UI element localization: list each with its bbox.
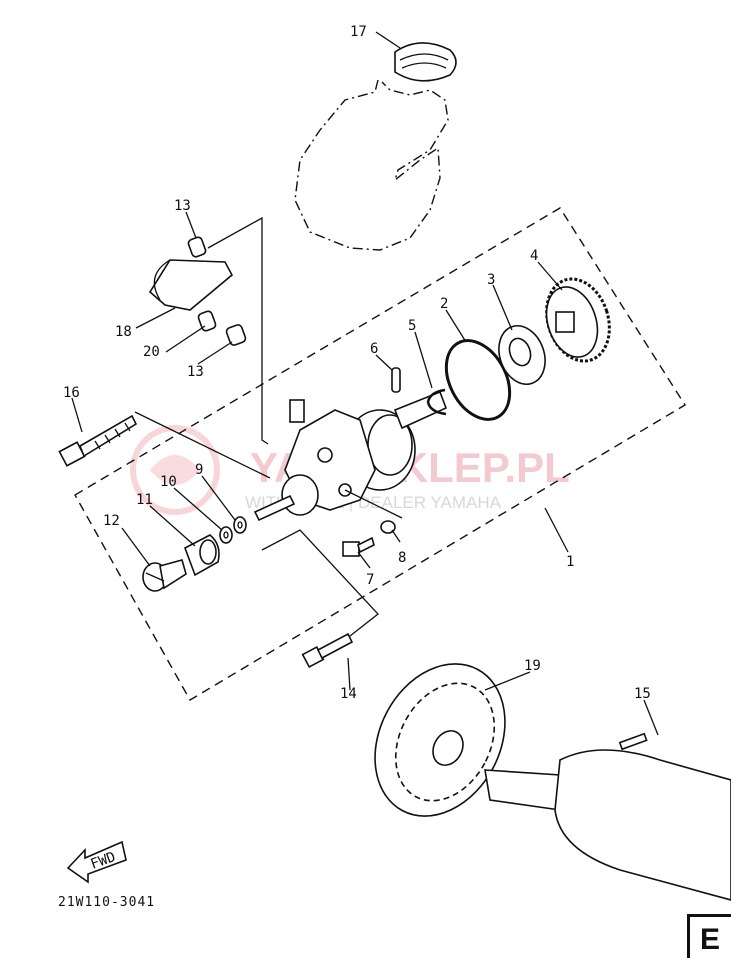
part-20-clip [197,310,217,332]
part-16-hose [148,259,234,311]
crankshaft-stub [484,749,731,901]
callout-4: 4 [530,248,538,264]
callout-20: 20 [143,344,160,360]
part-4-gear [545,277,611,363]
part-10-washer [219,526,233,544]
leader-lines [71,31,659,736]
callout-5: 5 [408,318,416,334]
callout-8: 8 [398,550,406,566]
callout-13-top: 13 [174,198,191,214]
part-12-screw [142,559,187,592]
callout-15: 16 [63,385,80,401]
part-5-circlip [426,388,447,416]
callout-1: 1 [566,554,574,570]
part-17-grommet [394,42,457,82]
callout-19: 15 [634,686,651,702]
callout-6: 6 [370,341,378,357]
callout-3: 3 [487,272,495,288]
part-18-rotor [374,663,506,817]
part-6-pin [391,367,401,393]
part-7-bolt [342,536,375,557]
part-3-bearing [498,325,546,385]
callout-18: 19 [524,658,541,674]
callout-10: 10 [160,474,177,490]
callout-9: 9 [195,462,203,478]
assembly-boundary [74,207,686,701]
part-9-washer [233,516,247,534]
callout-14: 14 [340,686,357,702]
callout-labels: 17 13 18 20 13 16 6 5 2 3 4 9 10 11 12 7… [63,24,651,702]
callout-7: 7 [366,572,374,588]
callout-11: 11 [136,492,153,508]
part-13-hose-clip-bottom [225,324,247,346]
part-1-oil-pump [253,390,448,522]
part-15-bolt [58,414,138,467]
callout-2: 2 [440,296,448,312]
corner-badge: E [687,914,731,958]
fwd-arrow-icon: FWD [66,840,127,884]
part-19-key [618,732,648,751]
callout-13-bottom: 13 [187,364,204,380]
part-14-bolt [301,632,354,669]
fwd-label: FWD [89,849,118,873]
callout-16: 18 [115,324,132,340]
part-8-washer [380,520,396,534]
corner-badge-letter: E [700,923,721,956]
part-13-hose-clip-top [187,236,207,258]
callout-12: 12 [103,513,120,529]
diagram-code: 21W110-3041 [58,895,155,910]
callout-17: 17 [350,24,367,40]
crankcase-outline [294,79,449,251]
